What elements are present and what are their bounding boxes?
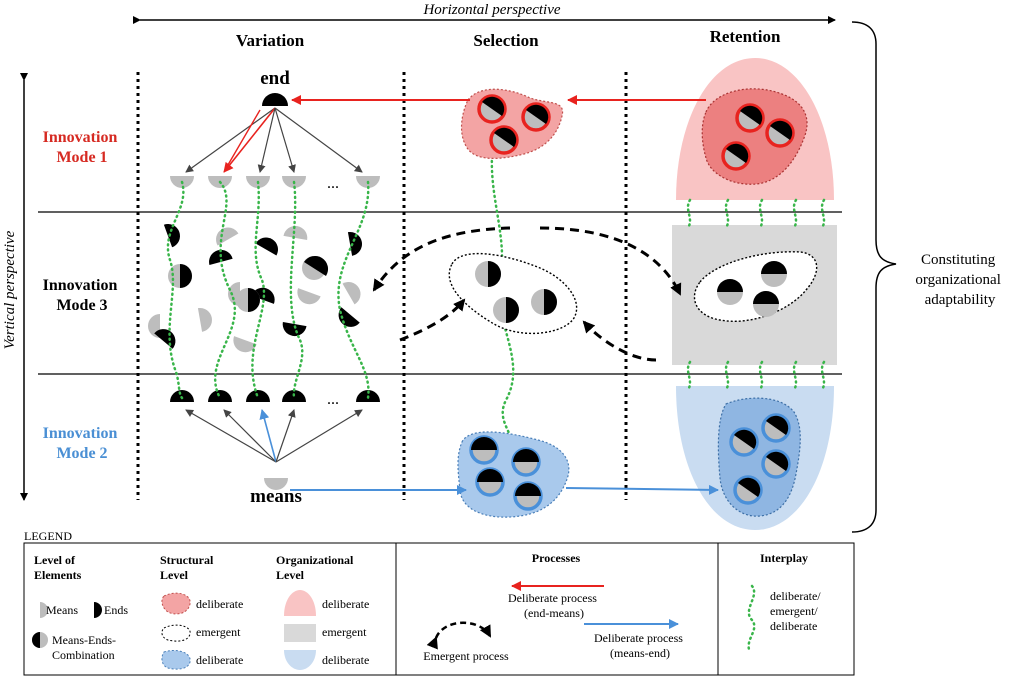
legend-org-deliberate-blue xyxy=(284,650,316,670)
mode3-scattered-elements xyxy=(148,224,362,353)
combo-elements-retention-blue xyxy=(729,413,791,505)
mode2-tree-arrows xyxy=(185,409,363,463)
legend-proc-end-means: Deliberate process (end-means) xyxy=(508,591,600,620)
legend-combo-icon-half xyxy=(32,632,40,648)
combo-elements-selection-emergent xyxy=(475,261,557,323)
mode1-label: Innovation Mode 1 xyxy=(43,129,122,166)
legend-ends-icon xyxy=(94,602,102,618)
legend-structural-deliberate-blue-label: deliberate xyxy=(196,653,243,667)
mode3-label: Innovation Mode 3 xyxy=(43,277,122,314)
column-header-retention: Retention xyxy=(710,27,781,46)
mode1-tree-arrows xyxy=(185,107,363,173)
legend-structural-level: Structural Level xyxy=(160,553,216,582)
end-label: end xyxy=(260,68,290,89)
legend-combo-label: Means-Ends- Combination xyxy=(52,633,119,662)
combo-elements-selection-blue xyxy=(469,435,543,511)
horizontal-axis-label: Horizontal perspective xyxy=(422,2,560,18)
blue-arrow-selection-to-retention xyxy=(565,484,719,495)
selection-emergent-shape xyxy=(448,252,578,335)
legend-emergent-arrow xyxy=(426,621,492,650)
end-node xyxy=(262,93,288,106)
mode2-ellipsis: ... xyxy=(327,391,339,408)
means-label: means xyxy=(250,486,302,507)
legend-box xyxy=(23,542,855,676)
combo-elements-retention-red xyxy=(721,103,795,171)
emergent-process-arrows xyxy=(372,226,682,362)
vertical-axis-label: Vertical perspective xyxy=(2,230,18,349)
legend-processes: Processes xyxy=(532,551,581,565)
legend-level-of-elements: Level of Elements xyxy=(34,553,82,582)
legend-structural-deliberate-red-label: deliberate xyxy=(196,597,243,611)
combo-elements-retention-emergent xyxy=(717,261,787,317)
legend-org-deliberate-red-label: deliberate xyxy=(322,597,369,611)
legend-org-emergent xyxy=(284,624,316,642)
legend-interplay: Interplay xyxy=(760,551,808,565)
column-header-selection: Selection xyxy=(473,31,539,50)
legend-ends-label: Ends xyxy=(104,603,128,617)
legend-means-icon xyxy=(40,602,48,618)
legend-organizational-level: Organizational Level xyxy=(276,553,356,582)
legend-org-emergent-label: emergent xyxy=(322,625,367,639)
legend-title: LEGEND xyxy=(24,529,72,543)
legend-structural-deliberate-blue xyxy=(161,649,191,670)
mode2-label: Innovation Mode 2 xyxy=(43,425,122,462)
side-label: Constituting organizational adaptability xyxy=(915,252,1004,308)
legend-structural-emergent-label: emergent xyxy=(196,625,241,639)
legend-interplay-text: deliberate/ emergent/ deliberate xyxy=(770,589,824,633)
means-node xyxy=(264,478,288,490)
column-header-variation: Variation xyxy=(236,31,305,50)
combo-elements-selection-red xyxy=(477,94,551,155)
mode1-ellipsis: ... xyxy=(327,175,339,192)
mode2-ends-nodes xyxy=(170,390,380,402)
legend-org-deliberate-red xyxy=(284,590,316,616)
legend-org-deliberate-blue-label: deliberate xyxy=(322,653,369,667)
legend-proc-means-end: Deliberate process (means-end) xyxy=(594,631,686,660)
legend-structural-deliberate-red xyxy=(161,592,191,615)
mode1-means-nodes xyxy=(170,176,380,188)
legend-proc-emergent: Emergent process xyxy=(423,649,509,663)
legend-structural-emergent xyxy=(161,624,191,642)
legend-means-label: Means xyxy=(46,603,78,617)
adaptability-brace xyxy=(851,21,897,533)
legend-interplay-line xyxy=(747,584,756,654)
